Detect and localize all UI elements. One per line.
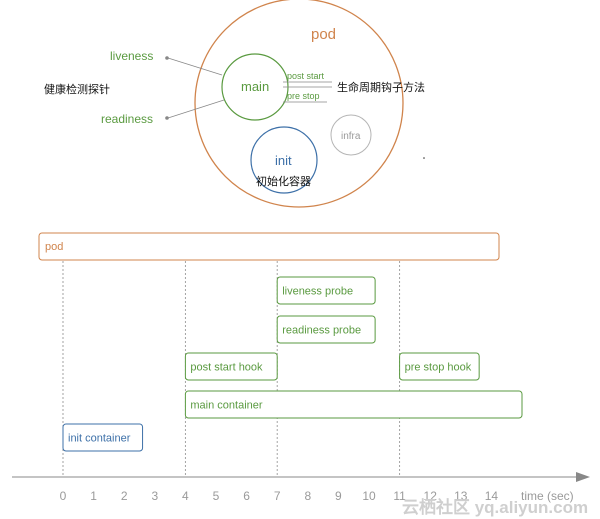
stray-dot bbox=[423, 157, 425, 159]
init-container-cn-label: 初始化容器 bbox=[256, 174, 311, 188]
time-axis-arrowhead bbox=[576, 472, 590, 482]
tick-label-7: 7 bbox=[274, 489, 281, 503]
axis-label: time (sec) bbox=[521, 489, 574, 503]
readiness-line-dot bbox=[165, 116, 169, 120]
tick-label-8: 8 bbox=[304, 489, 311, 503]
init-container-label: init bbox=[275, 153, 292, 168]
timeline-bars: liveness probe readiness probe post start … bbox=[62, 276, 523, 452]
readiness-probe-label: readiness probe bbox=[282, 325, 361, 337]
health-probe-label: 健康检测探针 bbox=[44, 82, 110, 96]
infra-container-circle bbox=[330, 114, 372, 156]
init-container-label: init container bbox=[68, 433, 131, 445]
pre-stop-hook-label: pre stop hook bbox=[405, 362, 472, 374]
pod-bar-label: pod bbox=[45, 241, 63, 253]
tick-label-14: 14 bbox=[485, 489, 499, 503]
tick-label-13: 13 bbox=[454, 489, 468, 503]
main-container-label: main container bbox=[190, 400, 262, 412]
liveness-probe-bar bbox=[276, 276, 376, 305]
tick-label-12: 12 bbox=[424, 489, 438, 503]
watermark: 云栖社区 yq.aliyun.com bbox=[402, 497, 588, 517]
tick-label-2: 2 bbox=[121, 489, 128, 503]
pod-structure: pod main init 初始化容器 infra liveness readi… bbox=[44, 0, 425, 208]
pod-circle bbox=[194, 0, 404, 208]
readiness-probe-bar bbox=[276, 315, 376, 344]
tick-label-9: 9 bbox=[335, 489, 342, 503]
pod-bar bbox=[38, 232, 500, 261]
tick-label-1: 1 bbox=[90, 489, 97, 503]
tick-label-10: 10 bbox=[362, 489, 376, 503]
tick-label-3: 3 bbox=[151, 489, 158, 503]
main-container-bar bbox=[184, 390, 523, 419]
post-start-hook-label: post start hook bbox=[190, 362, 263, 374]
tick-label-5: 5 bbox=[213, 489, 220, 503]
tick-label-6: 6 bbox=[243, 489, 250, 503]
infra-container-label: infra bbox=[341, 131, 361, 142]
liveness-line bbox=[167, 57, 223, 76]
main-container-label: main bbox=[241, 79, 269, 94]
tick-label-0: 0 bbox=[60, 489, 67, 503]
timeline: pod liveness probe readiness probe post st… bbox=[12, 232, 590, 503]
readiness-line bbox=[167, 99, 225, 119]
init-container-bar bbox=[62, 423, 144, 452]
readiness-label: readiness bbox=[101, 112, 153, 126]
tick-label-4: 4 bbox=[182, 489, 189, 503]
tick-label-11: 11 bbox=[393, 489, 406, 503]
lifecycle-hook-label: 生命周期钩子方法 bbox=[337, 80, 425, 94]
pre-stop-hook-bar bbox=[399, 352, 480, 381]
liveness-probe-label: liveness probe bbox=[282, 286, 353, 298]
pre-stop-label: pre stop bbox=[287, 91, 320, 101]
post-start-label: post start bbox=[287, 71, 325, 81]
liveness-line-dot bbox=[165, 56, 169, 60]
pod-label: pod bbox=[311, 26, 336, 43]
liveness-label: liveness bbox=[110, 49, 153, 63]
init-container-circle bbox=[250, 126, 318, 194]
post-start-hook-bar bbox=[184, 352, 278, 381]
